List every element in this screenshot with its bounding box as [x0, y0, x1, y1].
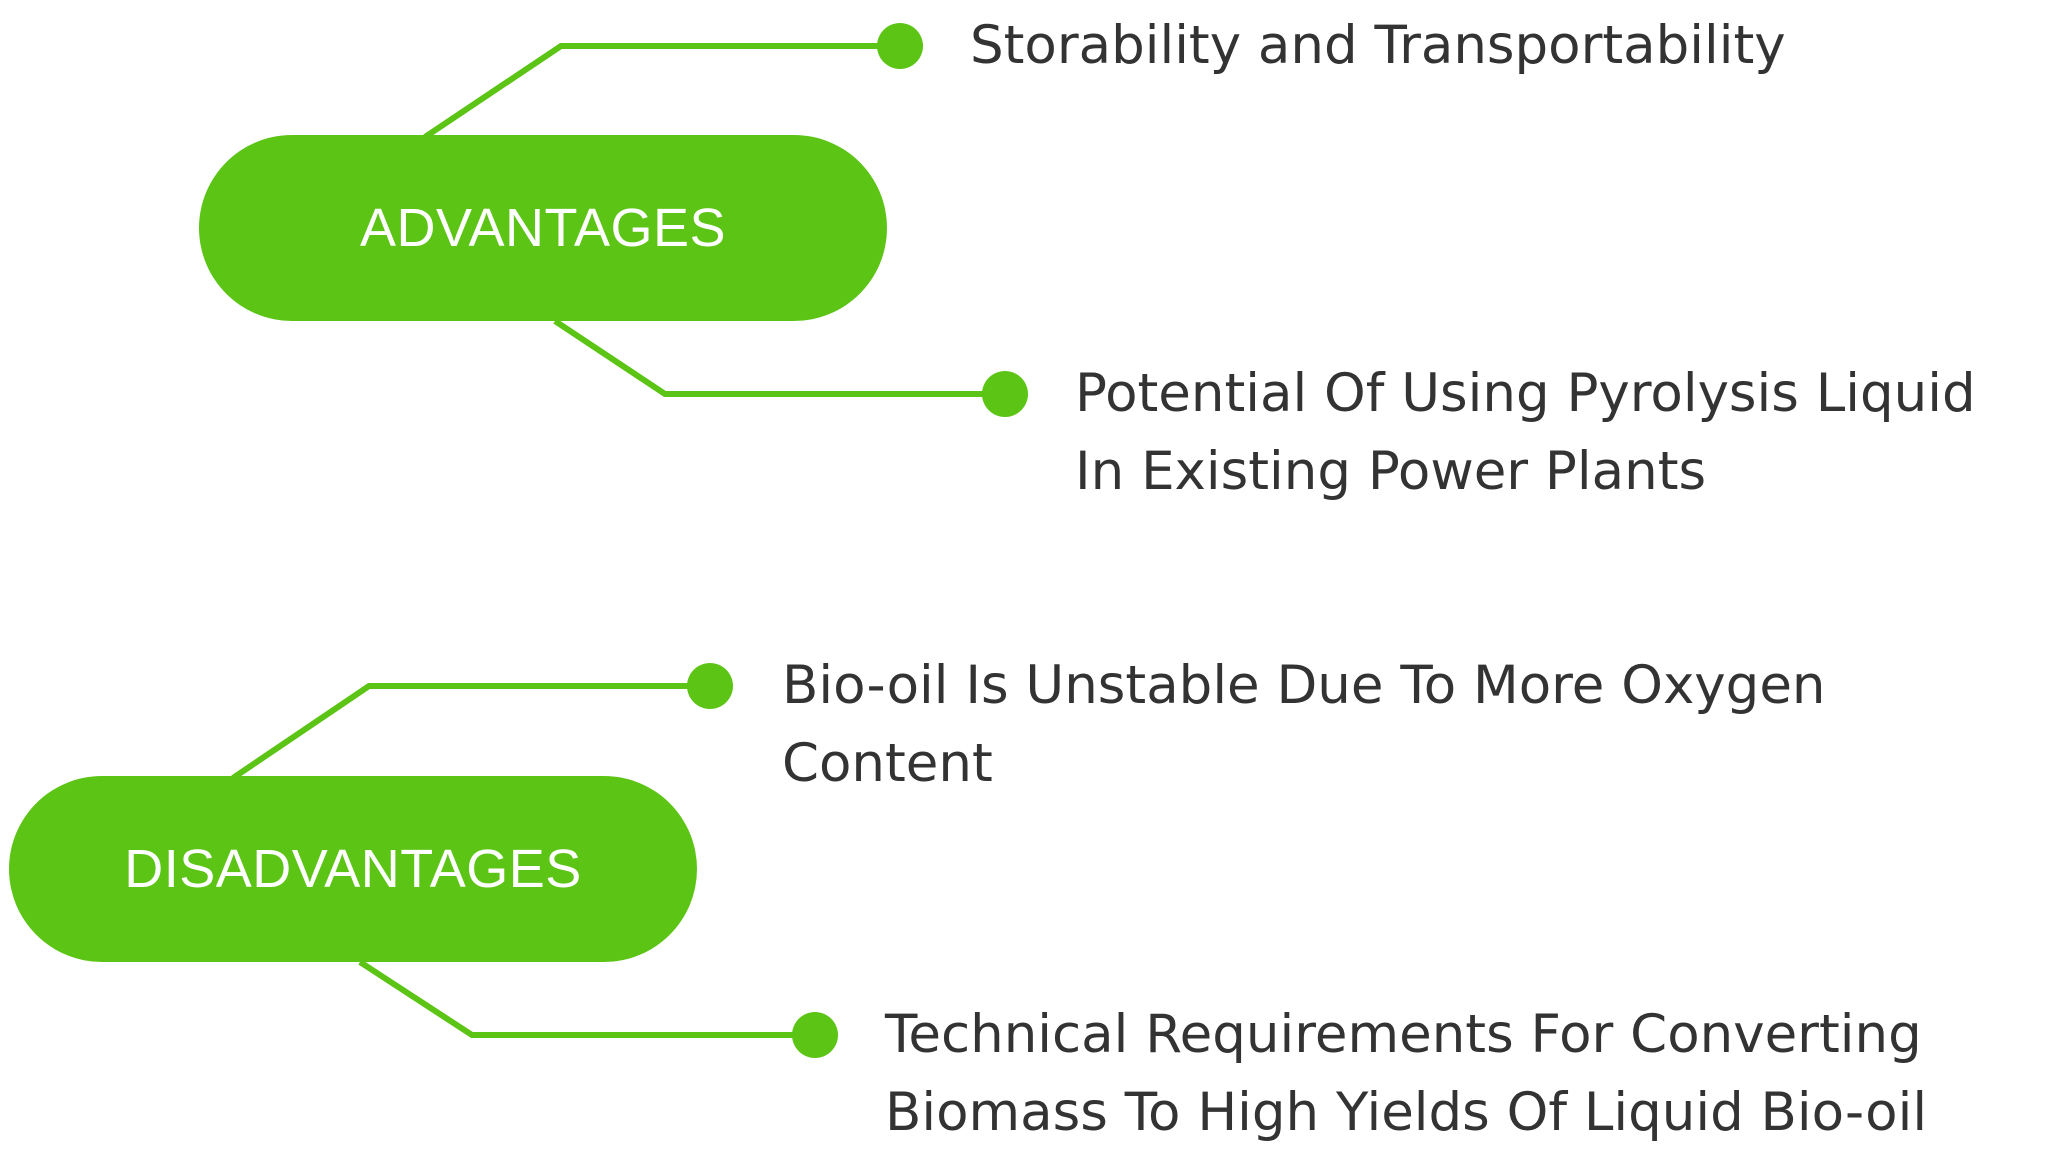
- connector-advantages-item-1: [423, 43, 900, 140]
- bullet-dot-disadvantages-item-1: [687, 663, 733, 709]
- connector-disadvantages-item-1: [231, 683, 710, 781]
- connector-disadvantages-item-2: [358, 959, 815, 1038]
- disadvantage-point-unstable-bio-oil: Bio-oil Is Unstable Due To More Oxygen C…: [782, 647, 1826, 803]
- disadvantage-point-technical-requirements: Technical Requirements For Converting Bi…: [885, 996, 1927, 1152]
- bullet-dot-advantages-item-2: [982, 371, 1028, 417]
- disadvantages-label: DISADVANTAGES: [124, 839, 582, 899]
- disadvantages-pill: DISADVANTAGES: [9, 776, 697, 962]
- advantages-pill: ADVANTAGES: [199, 135, 887, 321]
- point-line: Potential Of Using Pyrolysis Liquid: [1075, 363, 1976, 424]
- point-line: In Existing Power Plants: [1075, 441, 1707, 502]
- point-line: Bio-oil Is Unstable Due To More Oxygen: [782, 655, 1826, 716]
- point-line: Content: [782, 733, 993, 794]
- point-line: Biomass To High Yields Of Liquid Bio-oil: [885, 1082, 1928, 1143]
- advantage-point-storability: Storability and Transportability: [970, 7, 1786, 85]
- bullet-dot-advantages-item-1: [877, 23, 923, 69]
- connector-advantages-item-2: [553, 318, 1005, 397]
- point-line: Storability and Transportability: [970, 15, 1786, 76]
- advantage-point-pyrolysis-liquid: Potential Of Using Pyrolysis Liquid In E…: [1075, 355, 1976, 511]
- point-line: Technical Requirements For Converting: [885, 1004, 1922, 1065]
- bullet-dot-disadvantages-item-2: [792, 1012, 838, 1058]
- advantages-label: ADVANTAGES: [359, 198, 727, 258]
